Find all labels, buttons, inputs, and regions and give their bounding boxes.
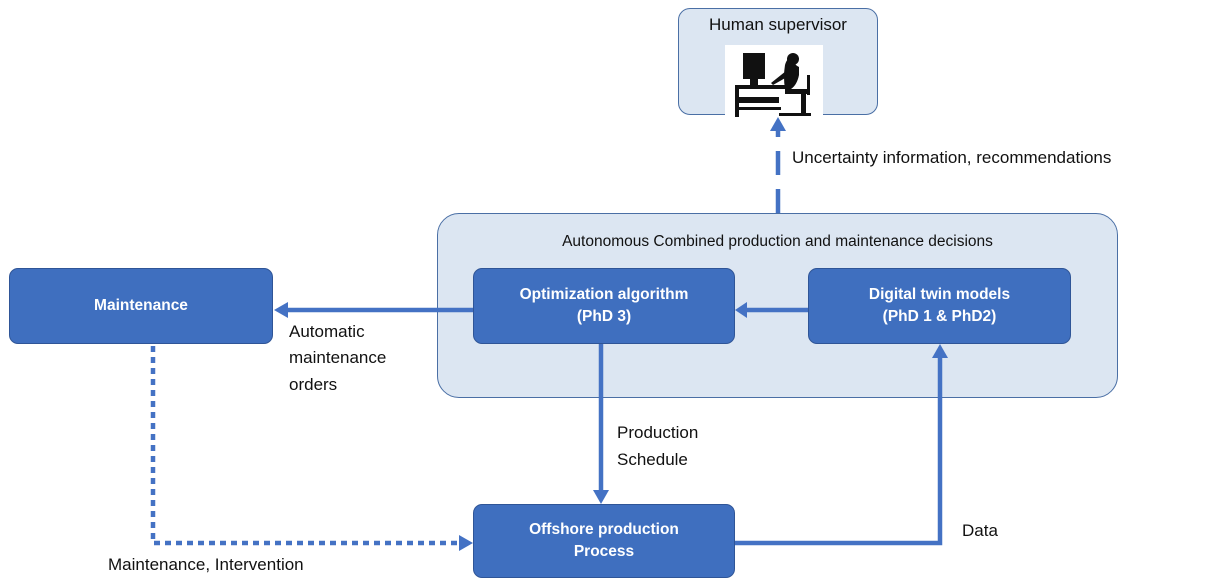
uncertainty-arrow <box>770 117 786 213</box>
production-schedule-arrow <box>593 344 609 504</box>
optimization-to-maintenance-arrow <box>274 302 473 318</box>
human-supervisor-title: Human supervisor <box>709 15 847 34</box>
optimization-algorithm-label: Optimization algorithm <box>519 286 689 303</box>
maintenance-box: Maintenance <box>9 268 273 344</box>
optimization-algorithm-box: Optimization algorithm (PhD 3) <box>473 268 735 344</box>
digital-twin-label: Digital twin models <box>868 286 1011 303</box>
twin-to-optimization-arrow <box>735 302 808 318</box>
automatic-orders-label-2: maintenance <box>289 348 387 367</box>
production-schedule-label-2: Schedule <box>617 450 688 469</box>
uncertainty-label: Uncertainty information, recommendations <box>792 148 1112 167</box>
autonomous-decisions-title: Autonomous Combined production and maint… <box>562 233 993 250</box>
offshore-process-label: Process <box>573 543 635 560</box>
automatic-orders-label-1: Automatic <box>289 322 365 341</box>
maintenance-label: Maintenance <box>94 297 188 314</box>
human-supervisor-box: Human supervisor <box>678 8 878 120</box>
offshore-production-box: Offshore production Process <box>473 504 735 578</box>
digital-twin-box: Digital twin models (PhD 1 & PhD2) <box>808 268 1071 344</box>
maintenance-intervention-arrow <box>150 346 473 551</box>
optimization-phd-label: (PhD 3) <box>576 308 632 325</box>
person-at-computer-icon <box>725 45 823 120</box>
automatic-orders-label-3: orders <box>289 375 338 394</box>
offshore-production-label: Offshore production <box>529 521 679 538</box>
maintenance-intervention-label: Maintenance, Intervention <box>108 555 304 574</box>
digital-twin-phd-label: (PhD 1 & PhD2) <box>882 308 997 325</box>
production-schedule-label-1: Production <box>617 423 699 442</box>
data-arrow <box>735 344 948 546</box>
data-label: Data <box>962 521 998 540</box>
